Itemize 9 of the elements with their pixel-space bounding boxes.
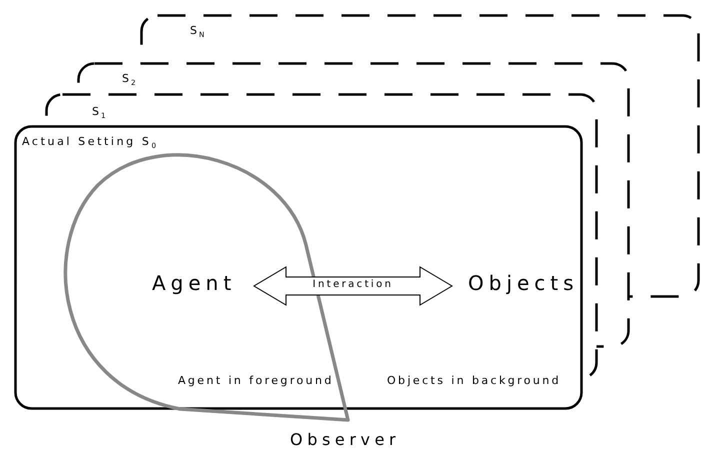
region-caption: Objects in background [387, 374, 562, 387]
frame-title: Actual Setting S$_{0}$ [22, 135, 159, 150]
frame-title: S$_{2}$ [122, 72, 138, 88]
node-label: Agent [152, 271, 236, 295]
region-caption: Agent in foreground [178, 374, 334, 387]
frame-title: S$_{1}$ [92, 105, 108, 120]
node-label: Observer [290, 430, 400, 449]
node-label: Objects [468, 271, 579, 295]
frame-title: S$_{N}$ [190, 24, 206, 40]
